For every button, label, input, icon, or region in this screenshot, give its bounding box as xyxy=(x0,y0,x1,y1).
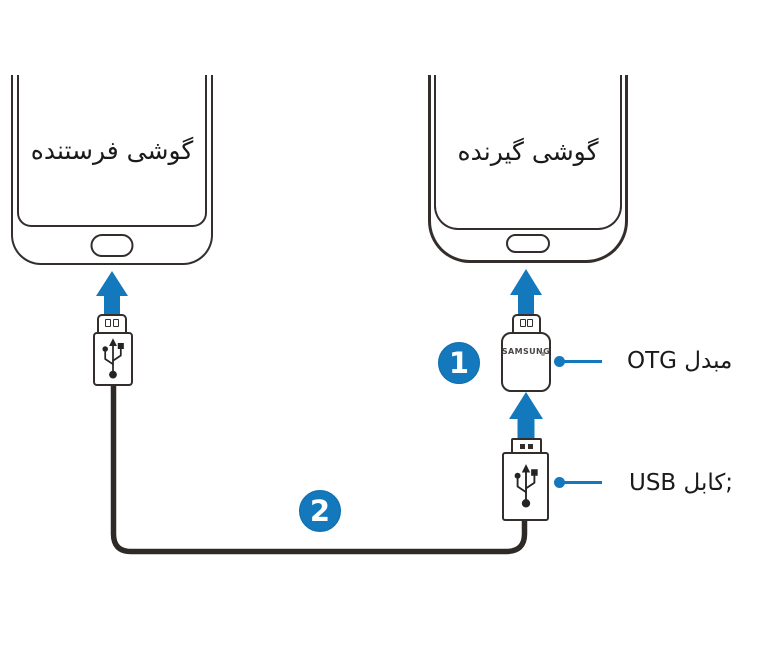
callout-dot xyxy=(554,477,565,488)
callout-line xyxy=(563,360,602,363)
usb-trident-icon xyxy=(102,338,124,379)
micro-usb-plug xyxy=(512,314,541,334)
receiver-home-button xyxy=(506,234,550,253)
adapter-dot xyxy=(541,352,545,356)
sender-home-button xyxy=(90,234,134,257)
sender-phone: گوشی فرستنده xyxy=(11,75,213,265)
usb-cable-callout-label: ;کابل USB xyxy=(629,470,734,496)
receiver-phone-screen: گوشی گیرنده xyxy=(434,75,622,230)
callout-dot xyxy=(554,356,565,367)
step-2-badge: 2 xyxy=(299,490,341,532)
usb-cable-connector xyxy=(502,452,549,521)
micro-usb-plug xyxy=(97,314,127,334)
receiver-phone: گوشی گیرنده xyxy=(428,75,628,263)
callout-line xyxy=(563,481,602,484)
sender-phone-label: گوشی فرستنده xyxy=(30,135,194,165)
up-arrow-icon xyxy=(96,271,128,314)
plug-pin-icon xyxy=(520,444,525,449)
up-arrow-icon xyxy=(510,269,542,315)
plug-slot-icon xyxy=(520,319,526,327)
usb-trident-icon xyxy=(514,464,538,508)
step-1-badge: 1 xyxy=(438,342,480,384)
sender-cable-connector xyxy=(93,332,133,386)
plug-slot-icon xyxy=(113,319,119,327)
otg-adapter-callout-label: مبدل OTG xyxy=(627,348,733,374)
plug-pin-icon xyxy=(528,444,533,449)
receiver-phone-label: گوشی گیرنده xyxy=(457,137,599,166)
plug-slot-icon xyxy=(527,319,533,327)
samsung-brand-text: SAMSUNG xyxy=(501,347,551,356)
sender-phone-screen: گوشی فرستنده xyxy=(17,75,207,227)
otg-adapter: SAMSUNG xyxy=(501,332,551,392)
up-arrow-icon xyxy=(509,392,543,438)
plug-slot-icon xyxy=(105,319,111,327)
